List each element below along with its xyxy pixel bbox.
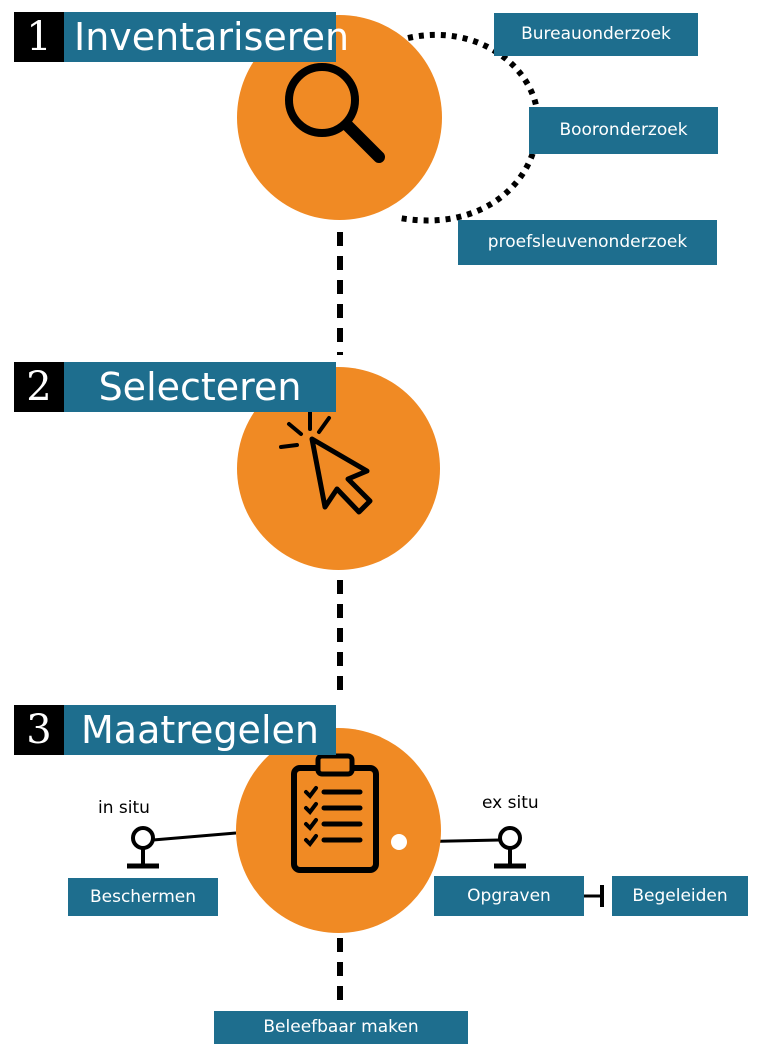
step-1-number: 1 bbox=[14, 12, 64, 62]
ex-situ-caption: ex situ bbox=[482, 793, 539, 813]
method-bureauonderzoek: Bureauonderzoek bbox=[494, 13, 698, 56]
step-3-circle bbox=[236, 728, 441, 933]
clipboard-checklist-icon bbox=[291, 753, 379, 873]
step-2-title: Selecteren bbox=[64, 362, 336, 412]
method-booronderzoek: Booronderzoek bbox=[529, 107, 718, 154]
step-2-number: 2 bbox=[14, 362, 64, 412]
ex-situ-pin-head bbox=[498, 826, 522, 850]
in-situ-connector bbox=[152, 831, 237, 842]
step-1-title: Inventariseren bbox=[64, 12, 349, 62]
in-situ-caption: in situ bbox=[98, 798, 150, 818]
magnifier-icon bbox=[285, 63, 385, 163]
method-proefsleuvenonderzoek: proefsleuvenonderzoek bbox=[458, 220, 717, 265]
step-3-title: Maatregelen bbox=[64, 705, 336, 755]
begeleiden-box: Begeleiden bbox=[612, 876, 748, 916]
beschermen-box: Beschermen bbox=[68, 878, 218, 916]
opgraven-box: Opgraven bbox=[434, 876, 584, 916]
in-situ-pin-head bbox=[131, 826, 155, 850]
cursor-click-icon bbox=[279, 410, 373, 515]
beleefbaar-maken-box: Beleefbaar maken bbox=[214, 1011, 468, 1044]
step-3-number: 3 bbox=[14, 705, 64, 755]
ex-situ-nub bbox=[391, 834, 407, 850]
